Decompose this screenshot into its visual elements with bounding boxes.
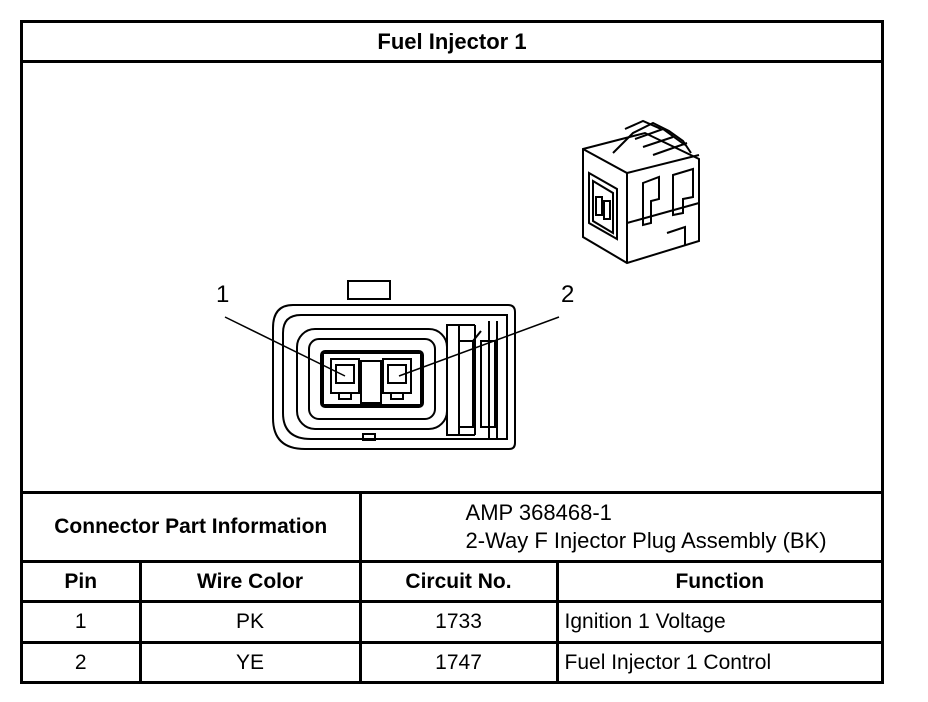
- header-wire-color: Wire Color: [138, 560, 362, 603]
- connector-diagram: 1 2: [23, 63, 881, 511]
- header-function: Function: [555, 560, 882, 603]
- function-cell: Fuel Injector 1 Control: [555, 641, 882, 682]
- function-cell: Ignition 1 Voltage: [555, 600, 882, 644]
- circuit-no-cell: 1747: [358, 641, 559, 682]
- diagram-title: Fuel Injector 1: [23, 23, 881, 63]
- circuit-no-cell: 1733: [358, 600, 559, 644]
- connector-face-view: [272, 280, 516, 450]
- connector-isometric-view: [582, 119, 700, 265]
- wire-color-cell: YE: [138, 641, 362, 682]
- table-row: 1 PK 1733 Ignition 1 Voltage: [23, 600, 882, 644]
- connector-part-info-row: Connector Part Information AMP 368468-1 …: [23, 491, 882, 563]
- pin-2-callout: 2: [561, 281, 575, 308]
- header-circuit-no: Circuit No.: [358, 560, 559, 603]
- connector-face-illustration: [224, 119, 700, 450]
- connector-part-info-value: AMP 368468-1 2-Way F Injector Plug Assem…: [358, 491, 882, 563]
- connector-info-frame: Fuel Injector 1: [20, 20, 884, 684]
- connector-part-number: AMP 368468-1: [465, 500, 612, 525]
- table-row: 2 YE 1747 Fuel Injector 1 Control: [23, 641, 882, 682]
- wire-color-cell: PK: [138, 600, 362, 644]
- pin-cell: 1: [23, 600, 142, 644]
- table-header-row: Pin Wire Color Circuit No. Function: [23, 560, 882, 603]
- header-pin: Pin: [23, 560, 142, 603]
- connector-part-info-label: Connector Part Information: [23, 491, 362, 563]
- connector-description: 2-Way F Injector Plug Assembly (BK): [465, 528, 827, 553]
- pin-1-callout: 1: [216, 281, 230, 308]
- connector-pinout-table: Connector Part Information AMP 368468-1 …: [23, 491, 882, 682]
- pin-cell: 2: [23, 641, 142, 682]
